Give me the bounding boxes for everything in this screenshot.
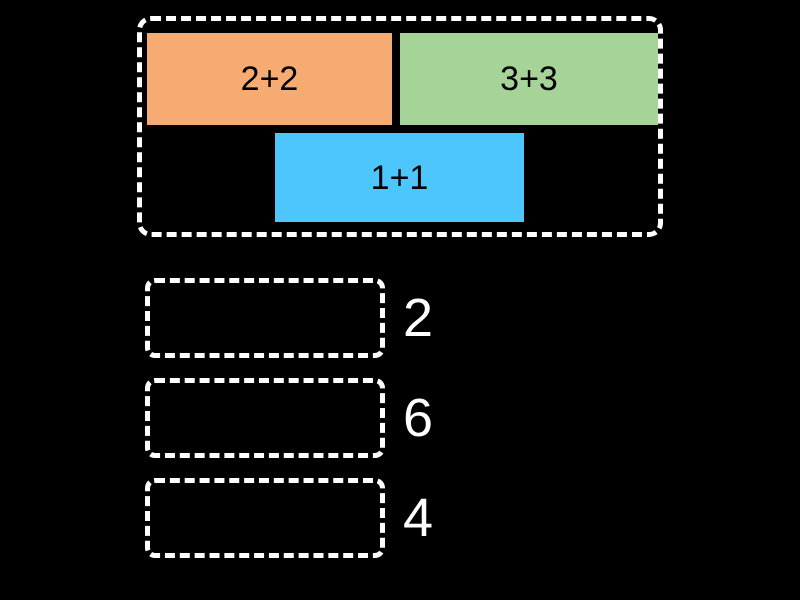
answer-label-4: 4 xyxy=(403,488,434,548)
tile-label: 1+1 xyxy=(370,158,429,197)
drop-zone-2[interactable] xyxy=(145,278,385,358)
draggable-tile-3plus3[interactable]: 3+3 xyxy=(400,33,658,125)
answer-label-6: 6 xyxy=(403,388,434,448)
tile-label: 2+2 xyxy=(240,60,299,98)
answer-label-2: 2 xyxy=(403,288,434,348)
drop-zone-4[interactable] xyxy=(145,478,385,558)
answer-row: 2 xyxy=(145,278,433,358)
tile-label: 3+3 xyxy=(500,60,558,98)
draggable-tiles-tray: 2+2 3+3 1+1 xyxy=(137,16,663,237)
answer-row: 6 xyxy=(145,378,433,458)
draggable-tile-1plus1[interactable]: 1+1 xyxy=(275,133,524,222)
answer-row: 4 xyxy=(145,478,433,558)
drop-zone-6[interactable] xyxy=(145,378,385,458)
draggable-tile-2plus2[interactable]: 2+2 xyxy=(147,33,392,125)
